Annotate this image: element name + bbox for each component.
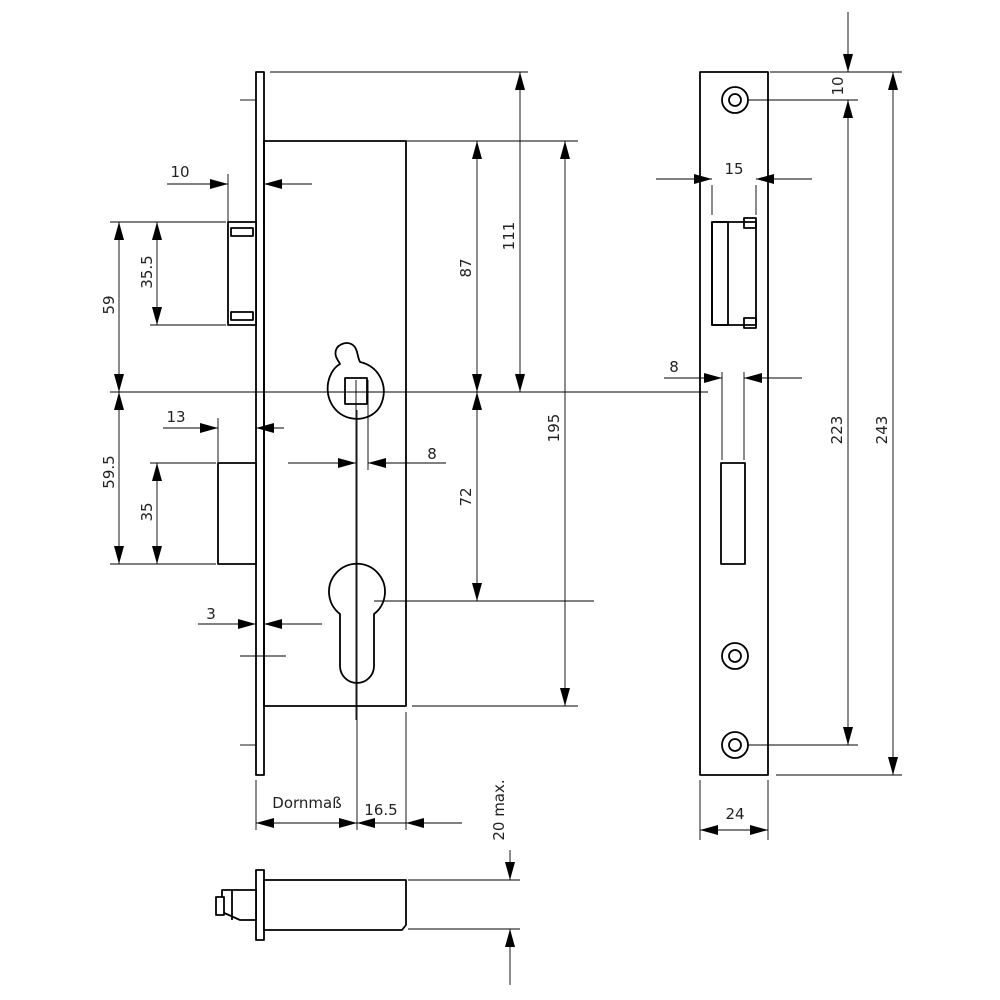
bottom-view bbox=[215, 869, 520, 941]
lock-case bbox=[263, 140, 407, 707]
strike-bolt-opening bbox=[720, 462, 746, 565]
dim-59-5: 59.5 bbox=[100, 455, 118, 488]
dimension-lines bbox=[110, 12, 902, 985]
dim-16-5: 16.5 bbox=[364, 801, 397, 819]
dim-10-left: 10 bbox=[170, 163, 189, 181]
dim-111: 111 bbox=[500, 222, 518, 251]
dim-24: 24 bbox=[725, 805, 744, 823]
dim-15: 15 bbox=[724, 160, 743, 178]
latch-bolt bbox=[227, 221, 257, 326]
dim-20-max: 20 max. bbox=[490, 779, 508, 840]
dim-35-5: 35.5 bbox=[138, 255, 156, 288]
bottom-latch bbox=[221, 889, 257, 921]
dim-dornmass: Dornmaß bbox=[272, 794, 341, 812]
dim-35: 35 bbox=[138, 502, 156, 521]
faceplate bbox=[255, 71, 265, 776]
dim-195: 195 bbox=[545, 414, 563, 443]
dim-87: 87 bbox=[457, 258, 475, 277]
dim-3: 3 bbox=[206, 605, 216, 623]
dim-8-follower: 8 bbox=[427, 445, 437, 463]
dim-59: 59 bbox=[100, 295, 118, 314]
dim-243: 243 bbox=[873, 416, 891, 445]
front-view bbox=[217, 71, 407, 830]
dim-72: 72 bbox=[457, 487, 475, 506]
dimension-labels: 10 59 35.5 13 59.5 35 3 8 87 72 111 195 … bbox=[100, 76, 891, 840]
bottom-faceplate bbox=[255, 869, 265, 941]
dim-13: 13 bbox=[166, 408, 185, 426]
screw-hole-middle bbox=[721, 642, 749, 670]
strike-latch-opening bbox=[711, 217, 757, 329]
strike-plate bbox=[699, 71, 769, 840]
bottom-case bbox=[263, 879, 407, 931]
dead-bolt bbox=[217, 462, 257, 565]
dim-223: 223 bbox=[828, 416, 846, 445]
dim-10-right: 10 bbox=[829, 76, 847, 95]
dim-8-strike: 8 bbox=[669, 358, 679, 376]
